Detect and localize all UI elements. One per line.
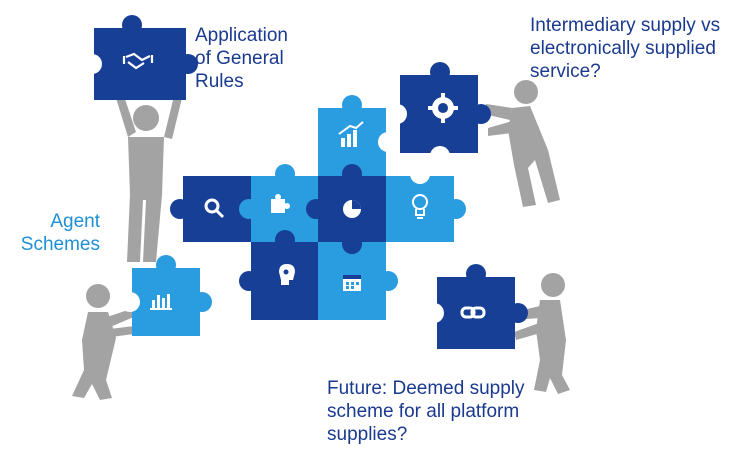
- piece-handshake: [82, 15, 198, 100]
- person-lifting-figure: [116, 96, 182, 262]
- label-intermediary: Intermediary supply vs electronically su…: [530, 15, 721, 82]
- piece-chart-left: [120, 255, 212, 336]
- chain-link-icon: [460, 306, 486, 319]
- gear-icon: [428, 93, 458, 123]
- person-carrying-figure: [514, 273, 570, 394]
- piece-lightbulb: [386, 164, 466, 242]
- label-general-rules: Application of General Rules: [195, 25, 288, 92]
- pie-chart-icon: [343, 200, 361, 218]
- piece-chart-top: [318, 95, 398, 176]
- piece-gear: [387, 62, 491, 166]
- label-agent-schemes: Agent Schemes: [20, 211, 100, 255]
- piece-head: [239, 230, 330, 320]
- bar-chart-icon: [338, 121, 364, 147]
- bar-chart-icon-small: [150, 294, 172, 310]
- person-pushing-figure: [484, 80, 560, 207]
- piece-link: [424, 264, 528, 349]
- head-gears-icon: [279, 264, 295, 285]
- magnifier-icon: [204, 198, 225, 219]
- lightbulb-icon: [412, 194, 428, 219]
- handshake-icon: [122, 52, 154, 70]
- puzzle-icon: [271, 194, 290, 213]
- calendar-icon: [343, 275, 361, 291]
- piece-calendar: [318, 234, 398, 320]
- person-holding-figure: [72, 284, 136, 400]
- label-future: Future: Deemed supply scheme for all pla…: [327, 378, 525, 445]
